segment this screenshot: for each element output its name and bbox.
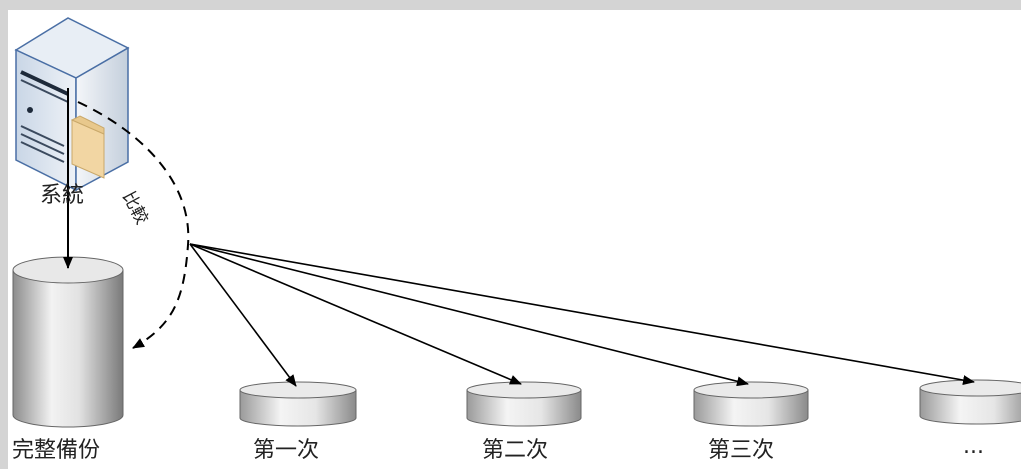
compare-arrow (77, 101, 190, 349)
fan-out-arrows (189, 243, 975, 387)
incremental-3-label: 第三次 (708, 438, 775, 463)
system-label: 系統 (40, 183, 85, 208)
backup-diagram: 系統 比較 完整備份 第一次 第二次 第三次 ... (8, 10, 1021, 469)
incremental-1-label: 第一次 (253, 438, 320, 463)
disk-icon-3 (693, 381, 809, 427)
disk-icon-2 (466, 381, 582, 427)
diagram-canvas (12, 17, 1021, 428)
folder-icon (70, 115, 105, 179)
full-backup-label: 完整備份 (12, 438, 101, 463)
full-backup-cylinder-icon (12, 256, 124, 428)
disk-icon-1 (239, 381, 357, 427)
incremental-2-label: 第二次 (482, 438, 549, 463)
more-label: ... (963, 434, 984, 459)
disk-icon-4 (919, 379, 1021, 425)
